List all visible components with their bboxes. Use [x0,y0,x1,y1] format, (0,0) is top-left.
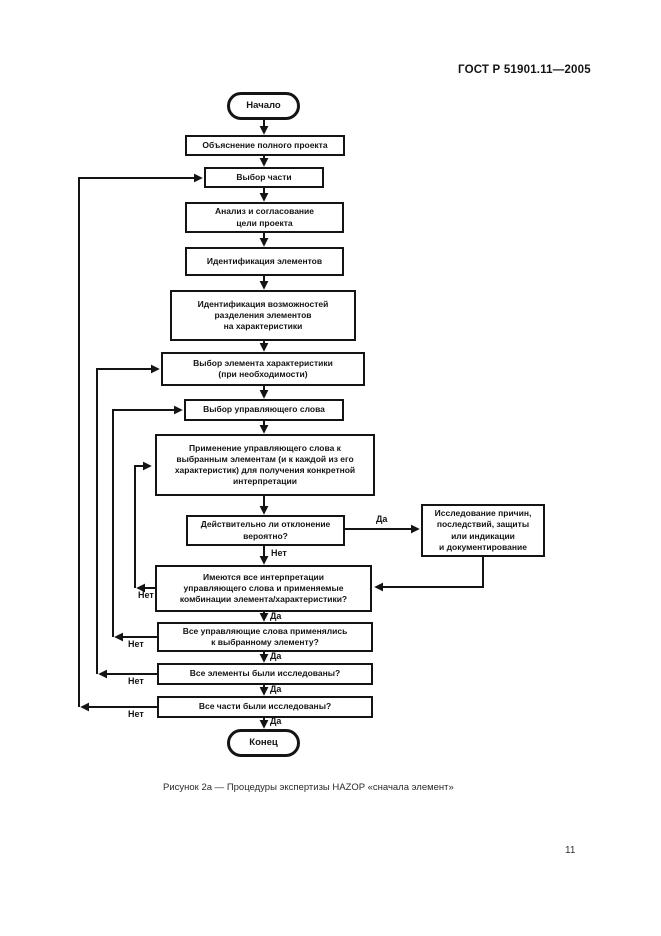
flowchart-node-identify-elements: Идентификация элементов [185,247,344,276]
edge-label-no-elements: Нет [128,676,144,686]
edge-label-yes-guide-words: Да [270,651,282,661]
page-number: 11 [565,845,576,856]
flowchart-node-analyze-goal: Анализ и согласование цели проекта [185,202,344,233]
flowchart-node-select-part: Выбор части [204,167,324,188]
flowchart-node-all-interpretations: Имеются все интерпретации управляющего с… [155,565,372,612]
standard-number-header: ГОСТ Р 51901.11—2005 [458,64,591,76]
flowchart-node-explain-project: Объяснение полного проекта [185,135,345,156]
flowchart-node-select-guide-word: Выбор управляющего слова [184,399,344,421]
edge-label-no-interpretations: Нет [138,590,154,600]
figure-caption: Рисунок 2а — Процедуры экспертизы HAZOP … [163,782,454,793]
edge-label-yes-elements: Да [270,684,282,694]
flowchart-node-all-parts-examined: Все части были исследованы? [157,696,373,718]
flowchart-node-investigate: Исследование причин, последствий, защиты… [421,504,545,557]
connector-guide-words-no-to-select-guide [112,405,183,637]
edge-label-yes-parts: Да [270,716,282,726]
flowchart-node-all-elements-examined: Все элементы были исследованы? [157,663,373,685]
edge-label-yes-interpretations: Да [270,611,282,621]
connector-parts-no-to-select-part [78,173,203,707]
flowchart-node-apply-guide-word: Применение управляющего слова к выбранны… [155,434,375,496]
connector-investigate-to-interpretations [374,557,484,592]
edge-label-no-parts: Нет [128,709,144,719]
flowchart-node-start: Начало [227,92,300,120]
connector-interpretations-no-to-apply [134,461,152,588]
connector-elements-no-to-select-element [96,364,160,674]
flowchart-node-end: Конец [227,729,300,757]
edge-label-no-deviation: Нет [271,548,287,558]
flowchart-node-identify-possibilities: Идентификация возможностей разделения эл… [170,290,356,341]
flowchart-node-all-guide-words: Все управляющие слова применялись к выбр… [157,622,373,652]
edge-label-yes-deviation: Да [376,514,388,524]
flowchart-node-select-element: Выбор элемента характеристики (при необх… [161,352,365,386]
flowchart-node-deviation-probable: Действительно ли отклонение вероятно? [186,515,345,546]
edge-label-no-guide-words: Нет [128,639,144,649]
